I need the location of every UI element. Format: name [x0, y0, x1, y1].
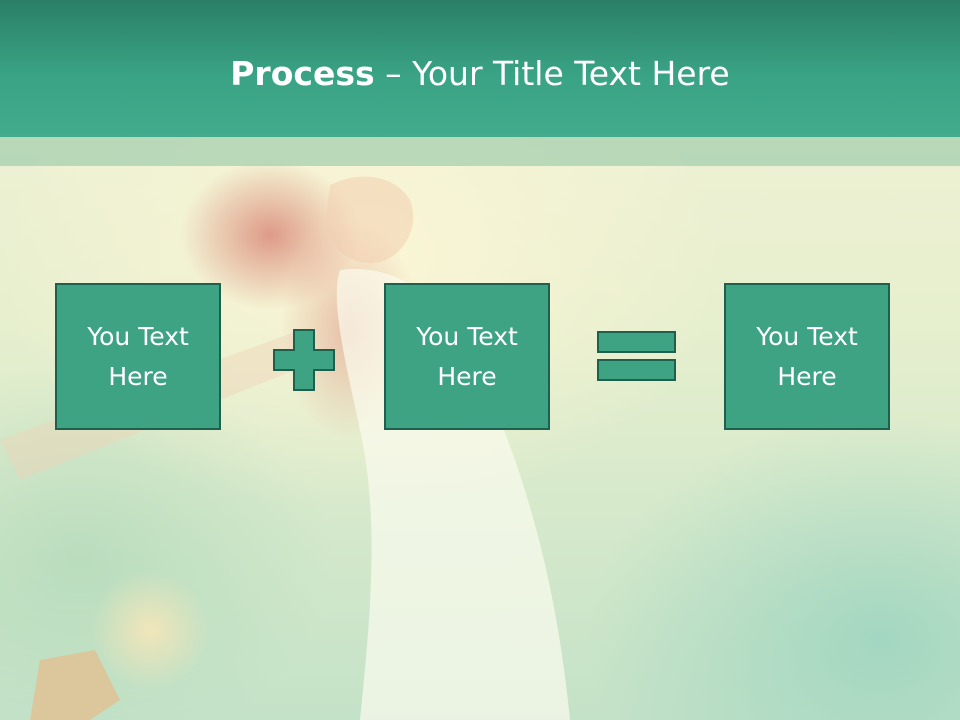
process-box-3-line1: You Text: [756, 321, 858, 351]
process-box-2-line1: You Text: [416, 321, 518, 351]
slide-title: Process – Your Title Text Here: [0, 50, 960, 98]
process-box-3-line2: Here: [777, 361, 837, 391]
title-rest-part: – Your Title Text Here: [374, 54, 730, 93]
process-box-1-line1: You Text: [87, 321, 189, 351]
plus-icon: [272, 328, 336, 392]
process-box-2-line2: Here: [437, 361, 497, 391]
title-bold-part: Process: [230, 54, 375, 93]
equals-icon: [597, 330, 677, 384]
process-box-1-line2: Here: [108, 361, 168, 391]
header-accent-band: [0, 137, 960, 166]
header-bar: Process – Your Title Text Here: [0, 0, 960, 137]
